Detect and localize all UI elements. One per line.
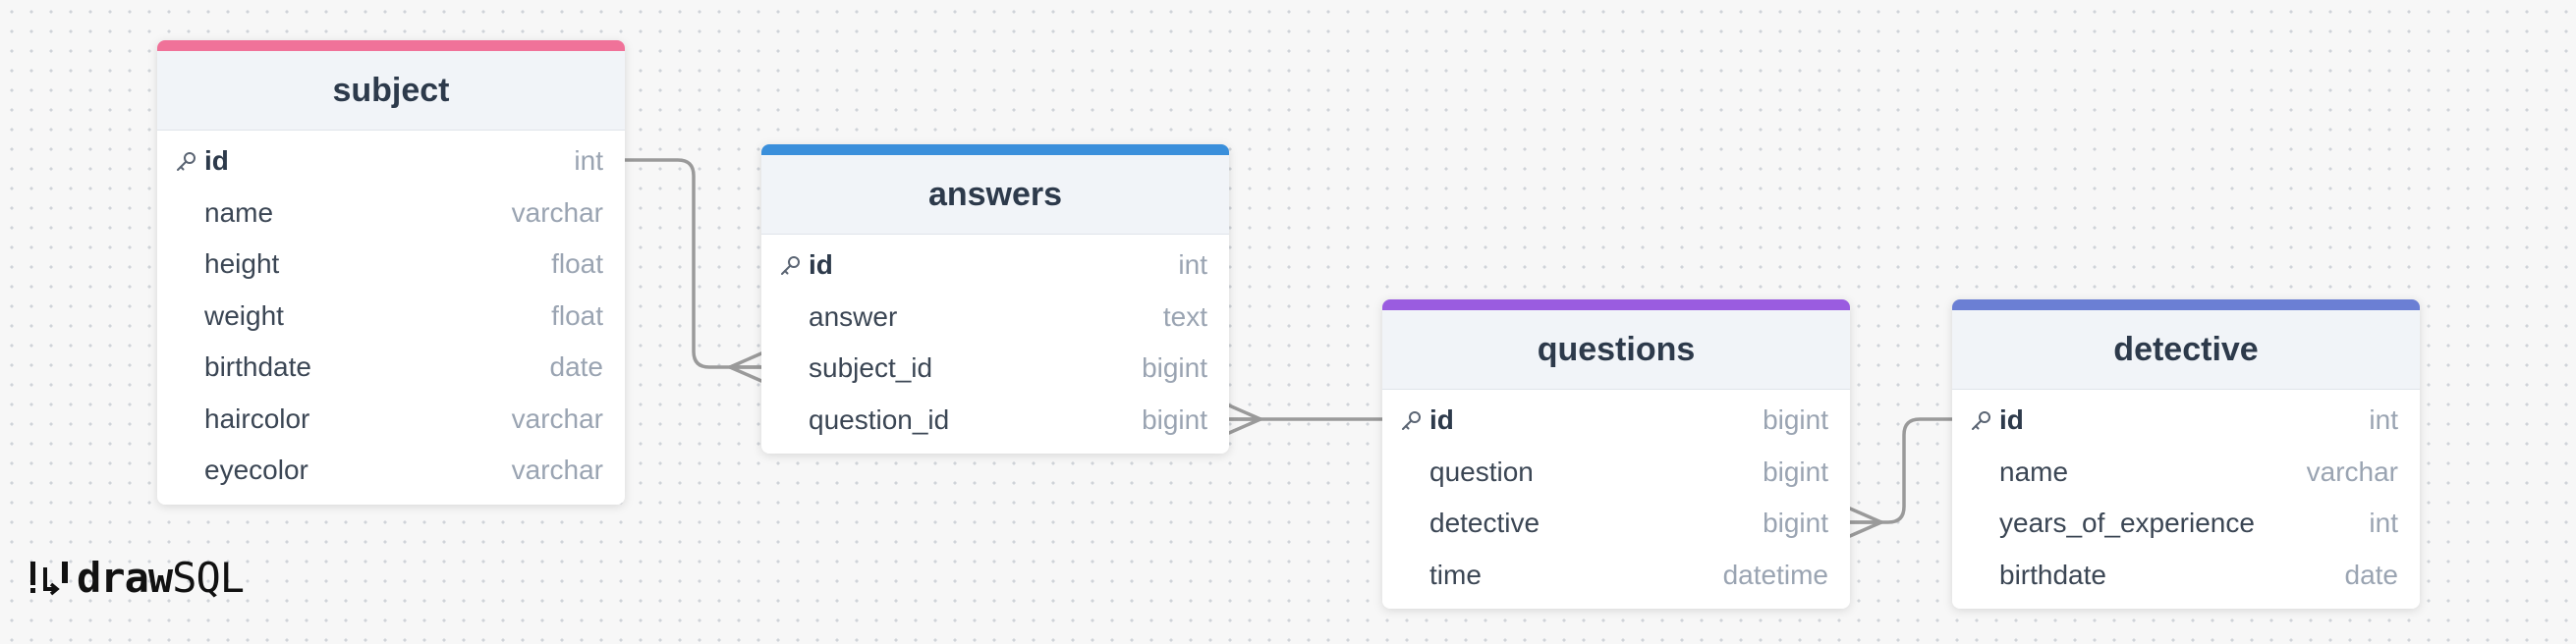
column-name: birthdate bbox=[1999, 559, 2106, 590]
column-name: id bbox=[809, 249, 833, 281]
column-name: years_of_experience bbox=[1999, 508, 2255, 539]
column-row[interactable]: answer text bbox=[761, 292, 1229, 344]
column-type: int bbox=[2369, 508, 2398, 539]
logo-text-sql: SQL bbox=[172, 553, 245, 602]
table-columns: id bigint question bigint detective bigi… bbox=[1382, 390, 1850, 609]
column-name: birthdate bbox=[204, 351, 311, 383]
connector-subject-answers[interactable] bbox=[623, 158, 763, 369]
column-row[interactable]: time datetime bbox=[1382, 550, 1850, 602]
key-icon bbox=[781, 256, 800, 276]
column-name: id bbox=[204, 145, 229, 177]
column-name: answer bbox=[809, 300, 898, 332]
column-name: id bbox=[1999, 404, 2024, 436]
crowfoot-subject-answers bbox=[728, 351, 763, 383]
column-name: eyecolor bbox=[204, 455, 308, 486]
column-name: haircolor bbox=[204, 402, 310, 434]
table-columns: id int answer text subject_id bigint que… bbox=[761, 235, 1229, 454]
column-row[interactable]: birthdate date bbox=[157, 342, 625, 394]
column-type: varchar bbox=[511, 455, 603, 486]
column-row[interactable]: weight float bbox=[157, 291, 625, 343]
column-row[interactable]: id int bbox=[761, 240, 1229, 292]
table-columns: id int name varchar years_of_experience … bbox=[1952, 390, 2420, 609]
column-name: time bbox=[1429, 559, 1482, 590]
table-header[interactable]: subject bbox=[157, 40, 625, 131]
logo-text-draw: draw bbox=[77, 553, 173, 602]
column-row[interactable]: subject_id bigint bbox=[761, 343, 1229, 395]
column-type: int bbox=[574, 145, 603, 177]
column-type: varchar bbox=[511, 402, 603, 434]
column-type: float bbox=[551, 299, 603, 331]
table-columns: id int name varchar height float weight … bbox=[157, 131, 625, 505]
crowfoot-detective-questions bbox=[1848, 507, 1883, 538]
column-name: detective bbox=[1429, 508, 1540, 539]
column-row[interactable]: detective bigint bbox=[1382, 498, 1850, 550]
key-icon bbox=[1972, 411, 1990, 431]
column-type: bigint bbox=[1763, 508, 1828, 539]
column-name: question bbox=[1429, 456, 1534, 487]
key-icon bbox=[177, 152, 196, 172]
table-title: subject bbox=[332, 71, 450, 109]
table-subject[interactable]: subject id int name varchar height float… bbox=[157, 40, 625, 505]
column-row[interactable]: name varchar bbox=[157, 188, 625, 240]
column-type: bigint bbox=[1142, 403, 1207, 435]
column-type: varchar bbox=[511, 196, 603, 228]
column-type: bigint bbox=[1142, 352, 1207, 384]
column-row[interactable]: years_of_experience int bbox=[1952, 498, 2420, 550]
column-type: varchar bbox=[2306, 456, 2398, 487]
table-header[interactable]: questions bbox=[1382, 299, 1850, 390]
column-row[interactable]: id int bbox=[1952, 395, 2420, 447]
column-row[interactable]: height float bbox=[157, 239, 625, 291]
column-name: subject_id bbox=[809, 352, 933, 384]
table-answers[interactable]: answers id int answer text subject_id bi… bbox=[761, 144, 1229, 454]
column-name: id bbox=[1429, 404, 1454, 436]
column-type: int bbox=[2369, 404, 2398, 436]
column-type: date bbox=[2344, 559, 2399, 590]
table-title: questions bbox=[1537, 330, 1696, 368]
table-header[interactable]: detective bbox=[1952, 299, 2420, 390]
column-type: bigint bbox=[1763, 404, 1828, 436]
column-type: datetime bbox=[1722, 559, 1828, 590]
column-row[interactable]: eyecolor varchar bbox=[157, 445, 625, 497]
column-type: bigint bbox=[1763, 456, 1828, 487]
column-name: question_id bbox=[809, 403, 950, 435]
column-type: float bbox=[551, 248, 603, 280]
column-row[interactable]: id int bbox=[157, 135, 625, 188]
column-type: date bbox=[549, 351, 604, 383]
drawsql-logo-icon bbox=[30, 562, 68, 596]
table-header[interactable]: answers bbox=[761, 144, 1229, 235]
column-name: name bbox=[1999, 456, 2069, 487]
column-row[interactable]: birthdate date bbox=[1952, 550, 2420, 602]
column-row[interactable]: question_id bigint bbox=[761, 395, 1229, 447]
column-row[interactable]: id bigint bbox=[1382, 395, 1850, 447]
column-name: name bbox=[204, 196, 274, 228]
column-row[interactable]: question bigint bbox=[1382, 447, 1850, 499]
table-questions[interactable]: questions id bigint question bigint dete… bbox=[1382, 299, 1850, 609]
table-title: answers bbox=[927, 175, 1063, 213]
table-detective[interactable]: detective id int name varchar years_of_e… bbox=[1952, 299, 2420, 609]
connector-detective-questions[interactable] bbox=[1848, 417, 1954, 524]
column-row[interactable]: haircolor varchar bbox=[157, 394, 625, 446]
column-name: height bbox=[204, 248, 280, 280]
column-type: text bbox=[1162, 300, 1207, 332]
crowfoot-questions-answers bbox=[1227, 403, 1262, 435]
column-row[interactable]: name varchar bbox=[1952, 447, 2420, 499]
table-title: detective bbox=[2113, 330, 2259, 368]
key-icon bbox=[1402, 411, 1421, 431]
column-type: int bbox=[1178, 249, 1207, 281]
column-name: weight bbox=[204, 299, 284, 331]
